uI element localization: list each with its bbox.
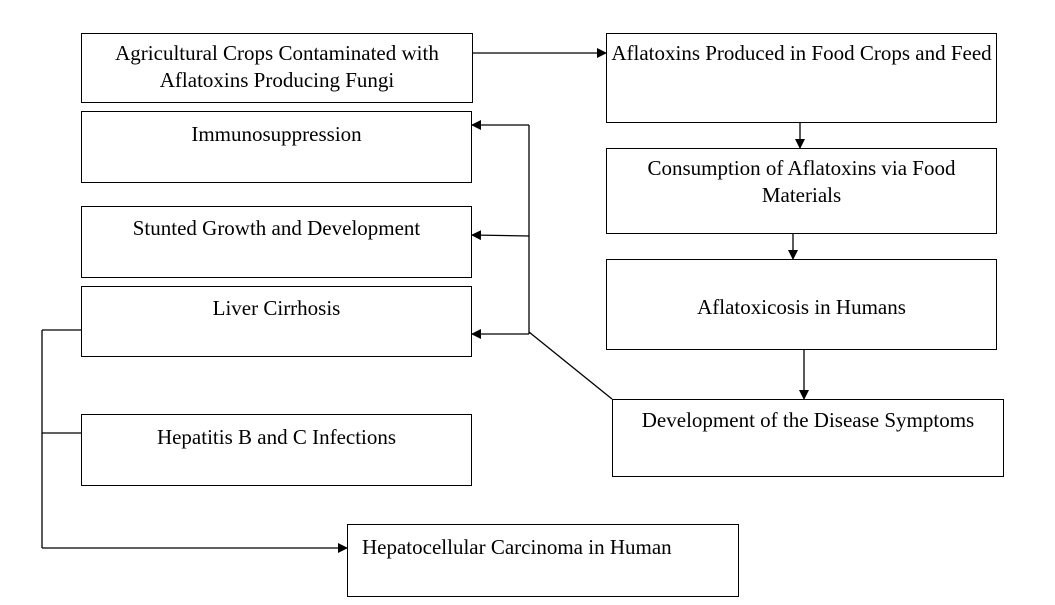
edge-development-diagonal [528, 331, 613, 400]
node-label: Consumption of Aflatoxins via Food Mater… [647, 156, 956, 207]
node-label: Aflatoxicosis in Humans [697, 295, 906, 319]
node-disease-symptoms: Development of the Disease Symptoms [612, 399, 1004, 477]
node-hepatocellular-carcinoma: Hepatocellular Carcinoma in Human [347, 524, 739, 597]
node-agricultural-crops: Agricultural Crops Contaminated with Afl… [81, 33, 473, 103]
node-label: Hepatitis B and C Infections [156, 425, 397, 449]
node-label: Agricultural Crops Contaminated with Afl… [115, 41, 439, 92]
node-label: Stunted Growth and Development [132, 216, 421, 240]
node-label: Liver Cirrhosis [212, 296, 341, 320]
node-label: Development of the Disease Symptoms [641, 408, 975, 432]
node-consumption: Consumption of Aflatoxins via Food Mater… [606, 148, 997, 234]
node-stunted-growth: Stunted Growth and Development [81, 206, 472, 278]
node-label: Immunosuppression [191, 122, 362, 146]
node-label: Hepatocellular Carcinoma in Human [362, 535, 672, 559]
node-liver-cirrhosis: Liver Cirrhosis [81, 286, 472, 357]
node-aflatoxicosis: Aflatoxicosis in Humans [606, 259, 997, 350]
node-aflatoxins-produced: Aflatoxins Produced in Food Crops and Fe… [606, 33, 997, 123]
node-label: Aflatoxins Produced in Food Crops and Fe… [611, 41, 992, 65]
node-immunosuppression: Immunosuppression [81, 111, 472, 183]
edge-to-stunted [471, 230, 530, 241]
node-hepatitis: Hepatitis B and C Infections [81, 414, 472, 486]
